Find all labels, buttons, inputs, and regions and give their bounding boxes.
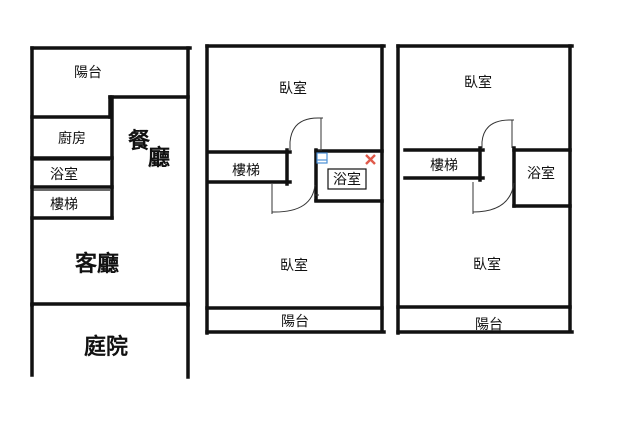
room-label-balcony: 陽台 xyxy=(281,314,309,330)
room-label-living: 客廳 xyxy=(75,251,119,277)
room-label-bedroom-top: 臥室 xyxy=(279,80,307,97)
room-label-bathroom: 浴室 xyxy=(333,171,361,188)
room-label-kitchen: 廚房 xyxy=(58,130,86,147)
room-label-bathroom: 浴室 xyxy=(50,166,78,183)
room-label-dining: 餐廳 xyxy=(128,129,170,171)
floor-plan-2f: 臥室 樓梯 浴室 臥室 陽台 xyxy=(205,44,386,335)
close-icon[interactable] xyxy=(365,154,376,165)
floor-plan-1f: 陽台 廚房 餐廳 浴室 樓梯 客廳 庭院 xyxy=(30,46,192,379)
room-label-bedroom-bottom: 臥室 xyxy=(280,257,308,274)
room-label-frame xyxy=(327,168,367,190)
object-icon[interactable] xyxy=(316,152,328,164)
room-label-courtyard: 庭院 xyxy=(84,334,128,360)
room-label-balcony: 陽台 xyxy=(74,65,102,81)
room-label-balcony: 陽台 xyxy=(475,317,503,333)
room-label-stairs: 樓梯 xyxy=(430,158,458,174)
room-label-stairs: 樓梯 xyxy=(50,197,78,213)
room-label-bathroom: 浴室 xyxy=(527,165,555,182)
floor-plan-3f: 臥室 樓梯 浴室 臥室 陽台 xyxy=(396,44,574,335)
room-label-bedroom-bottom: 臥室 xyxy=(473,256,501,273)
room-label-bedroom-top: 臥室 xyxy=(464,74,492,91)
room-label-stairs: 樓梯 xyxy=(232,163,260,179)
